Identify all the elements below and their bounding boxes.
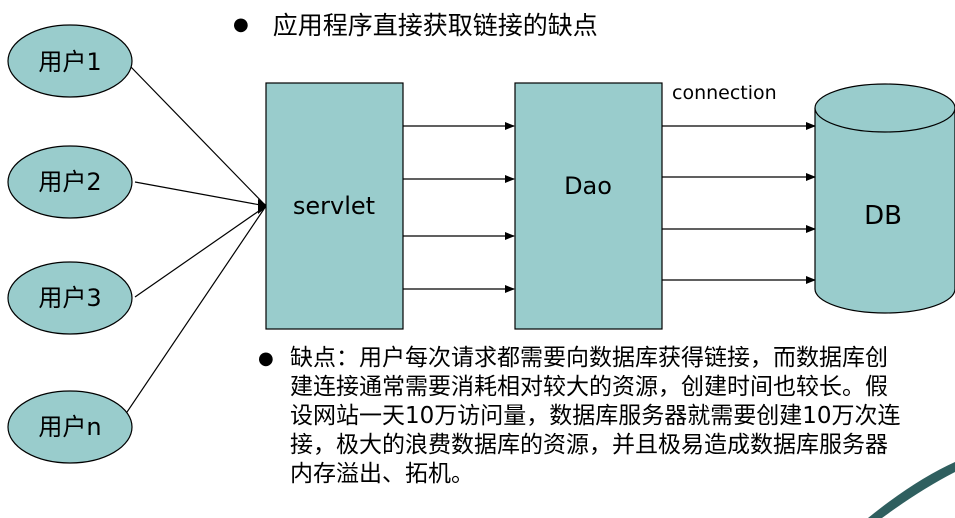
database-cylinder-body: [814, 108, 955, 314]
dao-label: Dao: [564, 172, 612, 200]
database-cylinder: DB: [814, 83, 955, 314]
database-cylinder-top: [814, 83, 955, 133]
note-bullet: ●: [258, 348, 274, 369]
db-label: DB: [864, 201, 902, 231]
title-bullet: ●: [233, 13, 249, 35]
user-node-2-shape: [7, 145, 133, 219]
user-node-n-label: 用户n: [38, 413, 101, 441]
user-node-1-label: 用户1: [38, 48, 101, 76]
user-line-3: [134, 205, 267, 298]
dao-box-shape: [514, 82, 663, 330]
user-node-1: 用户1: [7, 24, 133, 98]
corner-accent: [868, 462, 955, 518]
page-title: 应用程序直接获取链接的缺点: [272, 11, 598, 40]
note-text: 缺点：用户每次请求都需要向数据库获得链接，而数据库创建连接通常需要消耗相对较大的…: [290, 345, 901, 487]
user-node-1-shape: [7, 24, 133, 98]
user-node-3-shape: [7, 261, 133, 335]
user-line-2: [134, 181, 267, 207]
title-row: ● 应用程序直接获取链接的缺点: [233, 6, 598, 42]
user-line-1: [129, 65, 267, 207]
user-node-3-label: 用户3: [38, 284, 101, 312]
user-line-n: [124, 205, 267, 416]
dao-box: Dao: [514, 82, 663, 330]
servlet-box: servlet: [265, 82, 404, 330]
servlet-entry-arrowhead: [258, 199, 268, 214]
servlet-box-shape: [265, 82, 404, 330]
drawback-note: ● 缺点：用户每次请求都需要向数据库获得链接，而数据库创建连接通常需要消耗相对较…: [258, 344, 918, 489]
user-node-2: 用户2: [7, 145, 133, 219]
user-node-3: 用户3: [7, 261, 133, 335]
servlet-label: servlet: [293, 192, 375, 220]
connection-label: connection: [672, 82, 777, 104]
user-node-2-label: 用户2: [38, 168, 101, 196]
user-node-n-shape: [7, 390, 133, 464]
user-node-n: 用户n: [7, 390, 133, 464]
